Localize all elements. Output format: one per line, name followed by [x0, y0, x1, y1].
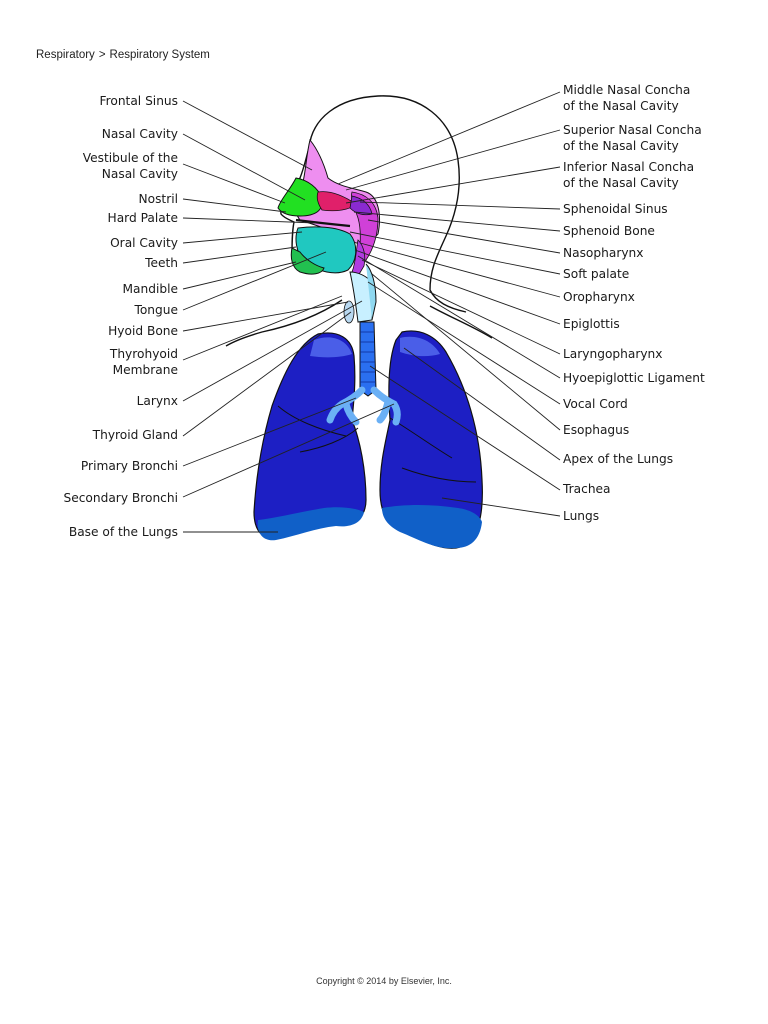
- label-vocal-cord: Vocal Cord: [563, 397, 628, 411]
- left-lung-fissure: [277, 405, 359, 453]
- label-vestibule-line2: Nasal Cavity: [102, 167, 178, 181]
- label-laryngopharynx: Laryngopharynx: [563, 347, 663, 361]
- label-inferior-concha-line1: Inferior Nasal Concha: [563, 160, 694, 174]
- label-sphenoid-bone: Sphenoid Bone: [563, 224, 655, 238]
- conchae-crimson: [316, 191, 357, 212]
- copyright-notice: Copyright © 2014 by Elsevier, Inc.: [316, 976, 452, 986]
- label-nasal-cavity: Nasal Cavity: [102, 127, 178, 141]
- label-middle-concha-line2: of the Nasal Cavity: [563, 99, 679, 113]
- shoulder-left: [225, 299, 343, 347]
- breadcrumb-separator: >: [98, 49, 106, 61]
- left-lung-apex: [310, 337, 352, 358]
- head-outline: [308, 95, 467, 313]
- label-superior-concha-line2: of the Nasal Cavity: [563, 139, 679, 153]
- label-frontal-sinus: Frontal Sinus: [100, 94, 178, 108]
- label-nostril: Nostril: [139, 192, 179, 206]
- hard-palate-strip: [295, 218, 351, 228]
- label-primary-bronchi: Primary Bronchi: [81, 459, 178, 473]
- thorax: [253, 321, 483, 549]
- label-trachea: Trachea: [562, 482, 611, 496]
- esophagus: [365, 263, 377, 321]
- label-sphenoidal-sinus: Sphenoidal Sinus: [563, 202, 668, 216]
- left-lung: [253, 332, 367, 539]
- breadcrumb: Respiratory>Respiratory System: [36, 49, 210, 61]
- label-superior-concha-line1: Superior Nasal Concha: [563, 123, 702, 137]
- label-secondary-bronchi: Secondary Bronchi: [63, 491, 178, 505]
- shoulder-right: [429, 305, 493, 339]
- leader-lines-left: [182, 100, 395, 533]
- right-lung-base: [382, 505, 482, 549]
- trachea-shape: [359, 321, 377, 397]
- label-base-of-lungs: Base of the Lungs: [69, 525, 178, 539]
- hyoid-bone-shape: [343, 300, 355, 324]
- label-thyrohyoid-line1: Thyrohyoid: [109, 347, 178, 361]
- right-lung-apex: [400, 336, 440, 357]
- label-hyoepiglottic-ligament: Hyoepiglottic Ligament: [563, 371, 705, 385]
- label-mandible: Mandible: [123, 282, 178, 296]
- label-nasopharynx: Nasopharynx: [563, 246, 643, 260]
- trachea-rings: [360, 331, 376, 383]
- bronchi-tree: [326, 386, 401, 426]
- left-lung-base: [257, 507, 364, 541]
- label-inferior-concha-line2: of the Nasal Cavity: [563, 176, 679, 190]
- breadcrumb-section[interactable]: Respiratory: [36, 49, 95, 61]
- labels-left: Frontal Sinus Nasal Cavity Vestibule of …: [63, 94, 178, 539]
- label-vestibule-line1: Vestibule of the: [83, 151, 178, 165]
- label-thyrohyoid-line2: Membrane: [113, 363, 178, 377]
- label-soft-palate: Soft palate: [563, 267, 629, 281]
- label-thyroid-gland: Thyroid Gland: [92, 428, 178, 442]
- label-hyoid-bone: Hyoid Bone: [108, 324, 178, 338]
- labels-right: Middle Nasal Concha of the Nasal Cavity …: [562, 83, 705, 523]
- breadcrumb-page: Respiratory System: [109, 49, 210, 61]
- label-oropharynx: Oropharynx: [563, 290, 635, 304]
- label-epiglottis: Epiglottis: [563, 317, 620, 331]
- leader-lines-right: [337, 91, 561, 517]
- label-larynx: Larynx: [137, 394, 178, 408]
- label-oral-cavity: Oral Cavity: [110, 236, 178, 250]
- label-esophagus: Esophagus: [563, 423, 629, 437]
- label-hard-palate: Hard Palate: [108, 211, 178, 225]
- label-apex-of-lungs: Apex of the Lungs: [563, 452, 673, 466]
- label-teeth: Teeth: [144, 256, 178, 270]
- label-lungs: Lungs: [563, 509, 599, 523]
- label-tongue: Tongue: [133, 303, 178, 317]
- label-middle-concha-line1: Middle Nasal Concha: [563, 83, 690, 97]
